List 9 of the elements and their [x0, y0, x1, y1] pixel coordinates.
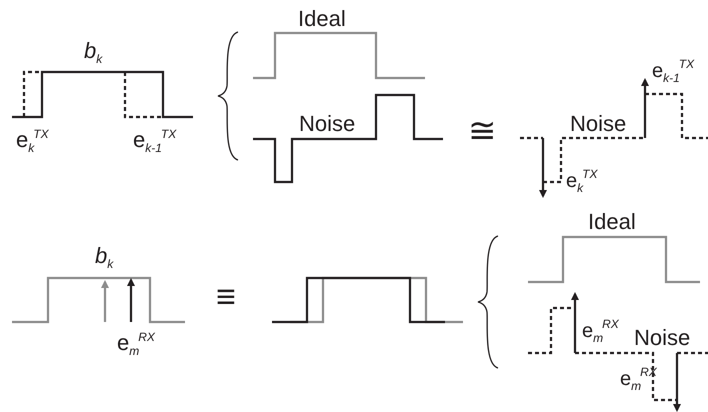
waveform-label: Ideal [588, 211, 636, 233]
equation-symbol: ≡ [216, 280, 236, 314]
equation-symbol: ≅ [468, 114, 496, 148]
waveform-label: Ideal [298, 8, 346, 30]
math-label: b$_{k}$ [95, 245, 114, 270]
waveform-label: Noise [634, 327, 690, 349]
math-label: b$_{k}$ [84, 40, 102, 65]
waveform-label: Noise [570, 113, 626, 135]
waveform-label: Noise [299, 113, 356, 135]
